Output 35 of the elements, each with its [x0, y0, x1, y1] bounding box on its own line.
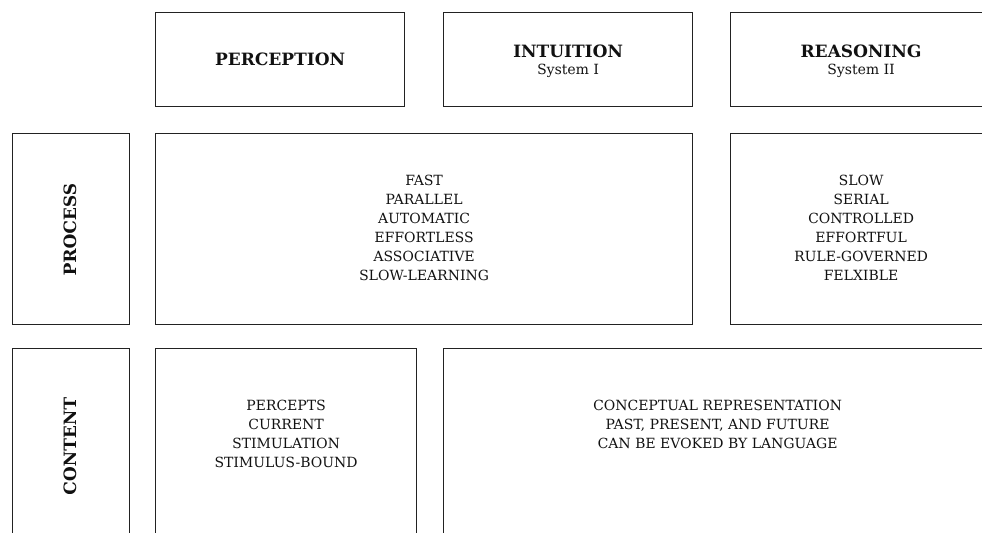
row-header-box — [12, 133, 130, 325]
list-item-text: CONCEPTUAL REPRESENTATION — [593, 397, 842, 416]
heading-text: INTUITION — [513, 42, 623, 62]
content-box — [155, 133, 693, 325]
list-item-text: FELXIBLE — [824, 267, 898, 286]
content-box — [443, 348, 982, 533]
list-item-text: CAN BE EVOKED BY LANGUAGE — [598, 435, 838, 454]
subheading-text: System I — [537, 62, 599, 78]
rotated-heading-text: PROCESS — [61, 182, 81, 276]
list-item-text: CURRENT — [248, 416, 324, 435]
list-item-text: SLOW-LEARNING — [359, 267, 489, 286]
list-item-text: PAST, PRESENT, AND FUTURE — [606, 416, 830, 435]
heading-text: REASONING — [800, 42, 922, 62]
list-item-text: STIMULUS-BOUND — [214, 454, 358, 473]
list-item-text: EFFORTLESS — [374, 229, 474, 248]
column-header-box — [155, 12, 405, 107]
heading-text: PERCEPTION — [214, 50, 346, 70]
list-item-text: PERCEPTS — [246, 397, 326, 416]
list-item-text: ASSOCIATIVE — [373, 248, 475, 267]
subheading-text: System II — [827, 62, 895, 78]
content-box — [730, 133, 982, 325]
list-item-text: STIMULATION — [232, 435, 340, 454]
list-item-text: AUTOMATIC — [378, 210, 470, 229]
list-item-text: RULE-GOVERNED — [794, 248, 928, 267]
list-item-text: CONTROLLED — [808, 210, 914, 229]
list-item-text: SLOW — [838, 172, 884, 191]
list-item-text: PARALLEL — [385, 191, 462, 210]
column-header-box — [730, 12, 982, 107]
list-item-text: FAST — [405, 172, 443, 191]
list-item-text: SERIAL — [833, 191, 889, 210]
content-box — [155, 348, 417, 533]
row-header-box — [12, 348, 130, 533]
column-header-box — [443, 12, 693, 107]
rotated-heading-text: CONTENT — [61, 396, 81, 494]
list-item-text: EFFORTFUL — [815, 229, 907, 248]
